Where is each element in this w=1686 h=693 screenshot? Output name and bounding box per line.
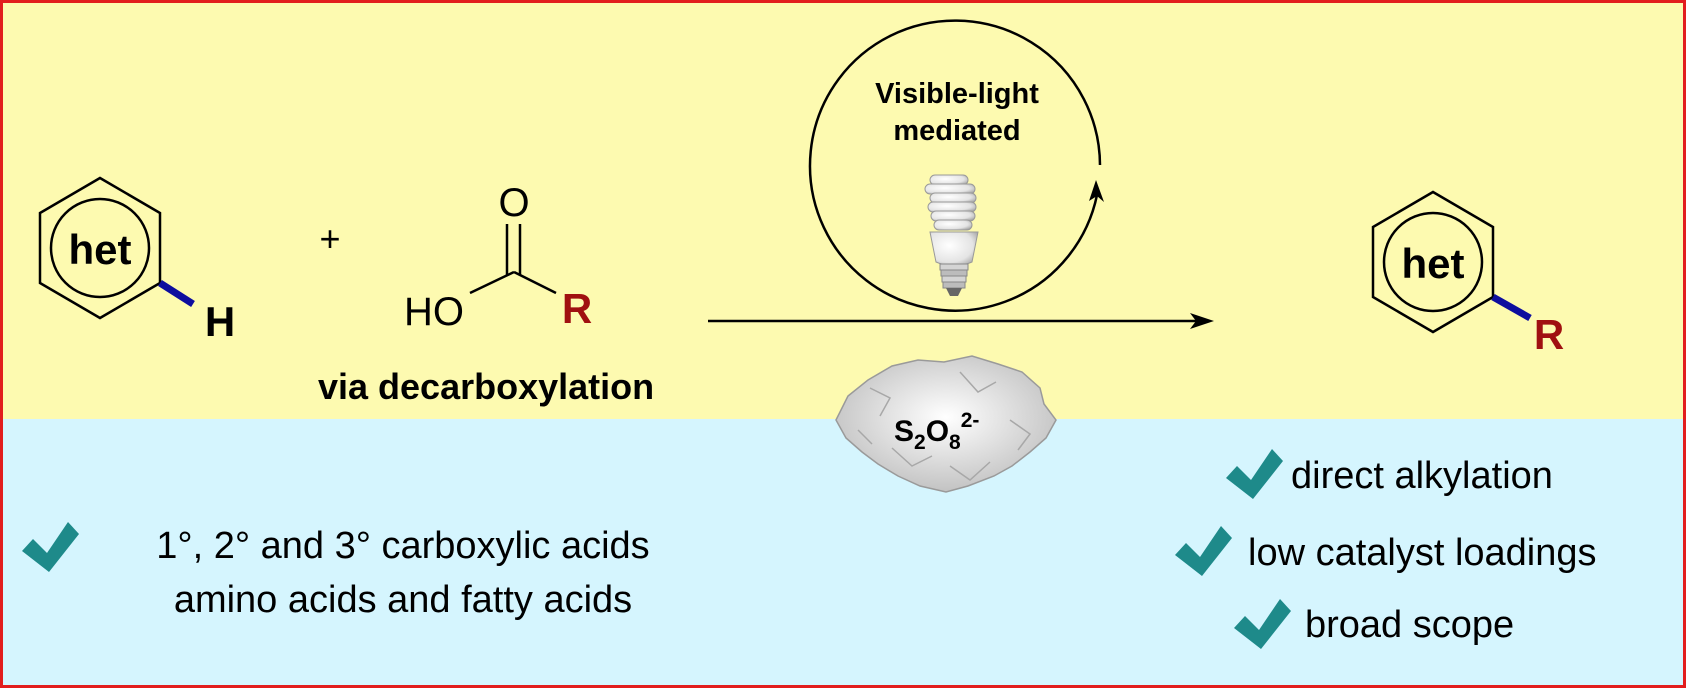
o-c-bond — [469, 270, 515, 295]
heteroarene-reactant: het H — [38, 176, 235, 345]
plus-sign: + — [319, 218, 340, 259]
oxidant-formula: S2O82- — [894, 409, 979, 454]
c-r-bond — [513, 270, 557, 295]
features-left: 1°, 2° and 3° carboxylic acids amino aci… — [22, 522, 650, 621]
features-right: direct alkylation low catalyst loadings … — [1175, 449, 1597, 649]
feature-low-catalyst: low catalyst loadings — [1248, 532, 1597, 574]
het-label: het — [69, 226, 132, 273]
alkylated-product: het R — [1371, 190, 1564, 358]
checkmark-icon — [1226, 449, 1283, 499]
feature-direct-alkylation: direct alkylation — [1291, 455, 1553, 497]
cycle-arrowhead — [1089, 180, 1104, 202]
cycle-label-line2: mediated — [893, 115, 1020, 147]
aromatic-circle — [1382, 211, 1484, 313]
persulfate-crystals: S2O82- — [835, 355, 1057, 493]
aromatic-circle — [49, 197, 151, 299]
r-group-label: R — [1534, 311, 1564, 358]
r-group-label: R — [562, 285, 592, 332]
c-h-bond — [158, 280, 195, 307]
hydroxyl-label: HO — [404, 290, 464, 334]
photocatalytic-cycle: Visible-light mediated — [808, 19, 1104, 312]
top-panel — [0, 0, 1686, 419]
cycle-arc — [808, 19, 1102, 312]
checkmark-icon — [1175, 526, 1232, 576]
decarboxylation-caption: via decarboxylation — [318, 366, 654, 407]
checkmark-icon — [1234, 599, 1291, 649]
cycle-label-line1: Visible-light — [875, 78, 1039, 110]
h-atom-label: H — [205, 298, 235, 345]
c-r-bond — [1491, 293, 1532, 322]
reaction-arrowhead — [1190, 313, 1214, 329]
checkmark-icon — [22, 522, 79, 572]
feature-broad-scope: broad scope — [1305, 604, 1514, 646]
crystal-heap — [835, 355, 1057, 493]
hexagon-ring — [38, 176, 162, 320]
bottom-panel — [0, 419, 1686, 688]
hexagon-ring — [1371, 190, 1495, 334]
carboxylic-acid: O HO R via decarboxylation — [318, 181, 654, 407]
carbonyl-oxygen: O — [498, 181, 529, 225]
acid-scope-line2: amino acids and fatty acids — [174, 579, 632, 621]
het-label: het — [1402, 240, 1465, 287]
acid-scope-line1: 1°, 2° and 3° carboxylic acids — [156, 525, 649, 567]
light-bulb-icon — [924, 174, 979, 296]
